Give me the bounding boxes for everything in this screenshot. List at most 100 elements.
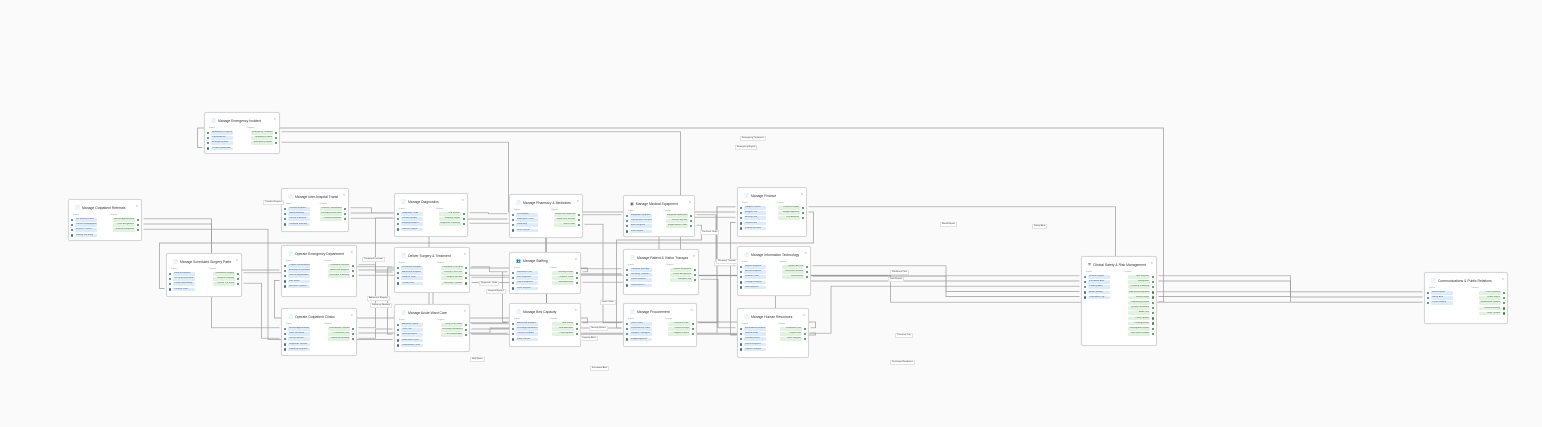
- input-port[interactable]: Stock Levels: [516, 228, 538, 233]
- input-port-dot[interactable]: [284, 327, 287, 330]
- input-port[interactable]: Supplier Invoice: [744, 206, 766, 210]
- input-port-dot[interactable]: [740, 206, 743, 209]
- output-port[interactable]: Treatment Decision: [328, 264, 350, 268]
- input-port-dot[interactable]: [512, 282, 515, 285]
- output-port-dot[interactable]: [464, 323, 467, 326]
- input-port-dot[interactable]: [284, 212, 287, 216]
- output-port-dot[interactable]: [689, 219, 692, 223]
- input-port[interactable]: Scheduled Surgery: [401, 266, 423, 270]
- input-port[interactable]: Leave Requests: [516, 281, 538, 285]
- input-port-dot[interactable]: [626, 230, 629, 233]
- connector[interactable]: [700, 278, 736, 329]
- output-port-dot[interactable]: [351, 327, 354, 330]
- close-icon[interactable]: ×: [804, 250, 807, 255]
- input-port[interactable]: Patient Sample: [401, 217, 423, 221]
- input-port-dot[interactable]: [740, 343, 743, 346]
- output-port[interactable]: Clinic Assignment: [113, 223, 135, 227]
- output-port-dot[interactable]: [462, 212, 465, 215]
- output-port-dot[interactable]: [343, 218, 346, 221]
- input-port[interactable]: Payroll Changes: [744, 347, 766, 352]
- output-port-dot[interactable]: [343, 207, 346, 210]
- connector[interactable]: [812, 265, 1080, 297]
- close-icon[interactable]: ×: [342, 192, 345, 197]
- input-port-dot[interactable]: [397, 328, 400, 332]
- output-port-dot[interactable]: [1151, 317, 1154, 320]
- output-port[interactable]: Stock Order: [554, 223, 576, 227]
- output-port-dot[interactable]: [693, 268, 696, 271]
- input-port-dot[interactable]: [284, 280, 287, 283]
- output-port[interactable]: Surgical Pathway: [213, 277, 235, 281]
- output-port[interactable]: Internal Briefing: [1479, 306, 1501, 311]
- output-port[interactable]: Dispensed Medication: [554, 213, 576, 217]
- input-port-dot[interactable]: [626, 284, 629, 287]
- input-port-dot[interactable]: [512, 271, 515, 274]
- input-port-dot[interactable]: [512, 287, 515, 290]
- output-port[interactable]: Daily Care Notes: [441, 323, 463, 327]
- output-port-dot[interactable]: [464, 277, 467, 280]
- connector[interactable]: [358, 328, 393, 339]
- connector[interactable]: [1158, 275, 1423, 298]
- output-port[interactable]: Regulatory Return: [1128, 301, 1150, 305]
- input-port[interactable]: GP Referral Letter: [75, 218, 97, 222]
- output-port-dot[interactable]: [464, 282, 467, 285]
- output-port[interactable]: Skills Register: [780, 337, 802, 341]
- input-port-dot[interactable]: [1084, 291, 1087, 294]
- close-icon[interactable]: ×: [273, 116, 276, 121]
- output-port[interactable]: Web Content: [1479, 311, 1501, 316]
- output-port-dot[interactable]: [1502, 307, 1505, 310]
- input-port[interactable]: Follow-up Request: [288, 347, 310, 352]
- output-port-dot[interactable]: [1151, 332, 1154, 336]
- input-port-dot[interactable]: [169, 277, 172, 281]
- connector[interactable]: [243, 282, 280, 339]
- input-port[interactable]: Capacity Alert: [1088, 285, 1110, 289]
- input-port-dot[interactable]: [512, 224, 515, 227]
- output-port[interactable]: Referral Response: [113, 228, 135, 232]
- output-port-dot[interactable]: [274, 131, 277, 134]
- output-port-dot[interactable]: [274, 136, 277, 140]
- input-port[interactable]: Patient Record: [288, 337, 310, 341]
- input-port[interactable]: Training Needs: [744, 337, 766, 341]
- close-icon[interactable]: ×: [350, 312, 353, 317]
- input-port[interactable]: Shift Requests: [516, 276, 538, 280]
- output-port-dot[interactable]: [691, 322, 694, 325]
- input-port-dot[interactable]: [1084, 296, 1087, 299]
- input-port-dot[interactable]: [626, 214, 629, 217]
- input-port[interactable]: Escalation Alert: [1088, 280, 1110, 284]
- input-port[interactable]: Stock Order: [630, 322, 652, 326]
- input-port[interactable]: Ambulance Dispatch Call: [211, 131, 233, 135]
- output-port[interactable]: Replacement Order: [666, 224, 688, 228]
- output-port[interactable]: Resolved Incident: [782, 270, 804, 274]
- input-port[interactable]: Admission Request: [516, 322, 538, 326]
- input-port[interactable]: Budget Approval: [630, 337, 652, 342]
- output-port[interactable]: Follow-up Booking: [328, 337, 350, 341]
- input-port[interactable]: Recovery Transfer: [630, 273, 652, 277]
- output-port-dot[interactable]: [803, 338, 806, 341]
- output-port[interactable]: Investigation Report: [1128, 327, 1150, 331]
- input-port[interactable]: Incident Report: [1088, 275, 1110, 279]
- input-port-dot[interactable]: [626, 225, 629, 228]
- input-port-dot[interactable]: [740, 211, 743, 215]
- output-port[interactable]: Discharge Readiness: [441, 328, 463, 332]
- connector[interactable]: [159, 211, 814, 289]
- input-port[interactable]: Emergency Alert: [211, 141, 233, 145]
- output-port[interactable]: Audit Plan: [1128, 311, 1150, 315]
- input-port-dot[interactable]: [1427, 302, 1430, 305]
- input-port[interactable]: Booked Appointment: [288, 327, 310, 331]
- output-port[interactable]: Transfer Confirmation: [320, 207, 342, 211]
- input-port-dot[interactable]: [284, 348, 287, 351]
- output-port[interactable]: Diagnostic Summary: [439, 222, 461, 226]
- output-port[interactable]: Stabilized Patient: [251, 136, 273, 140]
- input-port[interactable]: Transfer Request: [288, 207, 310, 211]
- close-icon[interactable]: ×: [688, 199, 691, 204]
- input-port-dot[interactable]: [397, 212, 400, 215]
- input-port-dot[interactable]: [284, 275, 287, 278]
- input-port[interactable]: Theatre Availability: [173, 282, 195, 286]
- output-port[interactable]: Transport Log: [670, 278, 692, 282]
- input-port-dot[interactable]: [740, 281, 743, 284]
- input-port[interactable]: Admitted Patient: [401, 323, 423, 327]
- connector[interactable]: [1158, 291, 1423, 297]
- input-port[interactable]: System Request: [744, 265, 766, 269]
